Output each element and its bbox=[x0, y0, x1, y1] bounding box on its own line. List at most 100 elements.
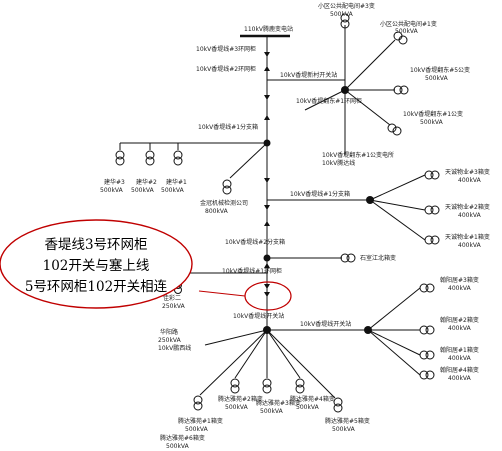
transformer-icon bbox=[340, 13, 350, 29]
s2-name: 腾达雅苑#2箱变 bbox=[218, 395, 263, 403]
spoke-e4 bbox=[367, 329, 421, 376]
b2-cap: 500kVA bbox=[131, 187, 155, 194]
s5-name: 腾达雅苑#5箱变 bbox=[325, 417, 370, 425]
e3-cap: 400kVA bbox=[448, 355, 472, 362]
spoke-s5 bbox=[266, 329, 336, 399]
e1-name: 翰阳居#3箱变 bbox=[440, 276, 479, 284]
ring2-label: 10kV香堤线#2环网柜 bbox=[196, 65, 256, 73]
spoke-e1 bbox=[367, 287, 421, 331]
transformer-icon bbox=[424, 235, 440, 245]
s1-cap: 500kVA bbox=[185, 426, 209, 433]
transformer-icon bbox=[419, 350, 435, 360]
transformer-icon bbox=[173, 150, 183, 166]
top2-cap: 500kVA bbox=[395, 28, 419, 35]
transformer-icon bbox=[419, 325, 435, 335]
transformer-icon bbox=[393, 31, 408, 45]
transformer-icon bbox=[262, 378, 272, 394]
s6-cap: 500kVA bbox=[166, 443, 190, 450]
spoke-r2 bbox=[344, 89, 391, 126]
callout-line3: 5号环网柜102开关相连 bbox=[25, 279, 168, 295]
s4-name: 腾达雅苑#4箱变 bbox=[290, 395, 335, 403]
stone-name: 石室江北箱变 bbox=[360, 254, 396, 262]
t2-name: 天诚物业#2箱变 bbox=[445, 203, 490, 211]
b3-name: 建华#1 bbox=[166, 178, 187, 186]
trunk-breakers bbox=[264, 52, 270, 297]
e2-name: 翰阳居#2箱变 bbox=[440, 316, 479, 324]
spoke-r3 bbox=[304, 89, 346, 111]
s5-cap: 500kVA bbox=[332, 426, 356, 433]
s1-name: 腾达雅苑#1箱变 bbox=[178, 417, 223, 425]
spoke-top2 bbox=[344, 39, 396, 91]
line-to-left-line bbox=[204, 329, 268, 346]
b3-cap: 500kVA bbox=[161, 187, 185, 194]
transformer-icon bbox=[424, 170, 440, 180]
hub-mid-label: 10kV香堤翻东#1环网柜 bbox=[296, 97, 362, 105]
b2-name: 建华#2 bbox=[136, 178, 157, 186]
spoke-t1 bbox=[369, 174, 426, 201]
transformer-icon bbox=[393, 85, 409, 95]
t1-cap: 400kVA bbox=[458, 177, 482, 184]
r3-name: 10kV香堤翻东#1公变电所 bbox=[322, 151, 394, 159]
transformer-icon bbox=[419, 283, 435, 293]
left-small-cap: 250kVA bbox=[162, 303, 186, 310]
spoke-e3 bbox=[367, 329, 421, 356]
transformer-icon bbox=[419, 370, 435, 380]
transformer-icon bbox=[222, 179, 232, 195]
tee-upper-label: 10kV香堤线#1分支箱 bbox=[198, 123, 258, 131]
ring1-label: 10kV香堤线#1环网柜 bbox=[222, 267, 282, 275]
r2-name: 10kV香堤翻东#1公变 bbox=[403, 110, 463, 118]
spoke-t3 bbox=[369, 199, 426, 241]
left-line2-name: 10kV鹏西线 bbox=[158, 344, 191, 352]
transformer-icon bbox=[230, 378, 240, 394]
e2-cap: 400kVA bbox=[448, 325, 472, 332]
t3-cap: 400kVA bbox=[458, 242, 482, 249]
e1-cap: 400kVA bbox=[448, 285, 472, 292]
transformer-icon bbox=[115, 150, 125, 166]
company-cap: 800kVA bbox=[205, 208, 229, 215]
s3-cap: 500kVA bbox=[260, 408, 284, 415]
s6-name: 腾达雅苑#6箱变 bbox=[160, 434, 205, 442]
branch1-label: 10kV香堤线#1分支箱 bbox=[290, 190, 350, 198]
transformer-icon bbox=[145, 150, 155, 166]
top2-name: 小区公共配电间#1变 bbox=[380, 20, 437, 28]
left-line-cap: 250kVA bbox=[158, 337, 182, 344]
transformer-icon bbox=[193, 395, 203, 411]
e4-cap: 400kVA bbox=[448, 375, 472, 382]
hub-top-label: 10kV香堤新村开关站 bbox=[280, 71, 337, 79]
e3-name: 翰阳居#1箱变 bbox=[440, 346, 479, 354]
transformer-icon bbox=[295, 378, 305, 394]
cable-a-label: 10kV腾达线 bbox=[322, 159, 355, 167]
transformer-icon bbox=[333, 397, 343, 413]
substation-label: 110kV腾鹿变电站 bbox=[244, 25, 293, 33]
s4-cap: 500kVA bbox=[296, 404, 320, 411]
transformer-icon bbox=[424, 205, 440, 215]
top1-name: 小区公共配电间#3变 bbox=[318, 2, 375, 10]
s3-name: 腾达雅苑#3箱变 bbox=[256, 399, 301, 407]
spoke-s4 bbox=[266, 329, 301, 379]
spoke-s1 bbox=[199, 329, 268, 396]
callout-pointer bbox=[198, 290, 246, 297]
s2-cap: 500kVA bbox=[225, 404, 249, 411]
t2-cap: 400kVA bbox=[458, 212, 482, 219]
transformer-icon bbox=[340, 253, 356, 263]
b1-name: 建华#3 bbox=[104, 178, 125, 186]
callout-line1: 香堤线3号环网柜 bbox=[44, 237, 147, 253]
e4-name: 翰阳居#4箱变 bbox=[440, 366, 479, 374]
left-line-name: 华阳路 bbox=[160, 328, 178, 336]
spoke-s2 bbox=[234, 329, 268, 379]
callout-line2: 102开关与塞上线 bbox=[43, 257, 150, 274]
callout-bubble bbox=[0, 219, 193, 309]
t3-name: 天诚物业#1箱变 bbox=[445, 233, 490, 241]
line-to-company bbox=[229, 142, 268, 179]
hub-right-label: 10kV香堤线开关站 bbox=[300, 320, 351, 328]
t1-name: 天诚物业#3箱变 bbox=[445, 168, 490, 176]
ring3-label: 10kV香堤线#3环网柜 bbox=[196, 45, 256, 53]
r1-name: 10kV香堤翻东#5公变 bbox=[410, 66, 470, 74]
left-small-name: 佳彩二 bbox=[163, 294, 181, 302]
spoke-t2 bbox=[369, 199, 426, 211]
transformer-icon bbox=[387, 123, 402, 136]
branch2-label: 10kV香堤线#2分支箱 bbox=[225, 238, 285, 246]
sw-lower-label: 10kV香堤线开关站 bbox=[233, 312, 284, 320]
